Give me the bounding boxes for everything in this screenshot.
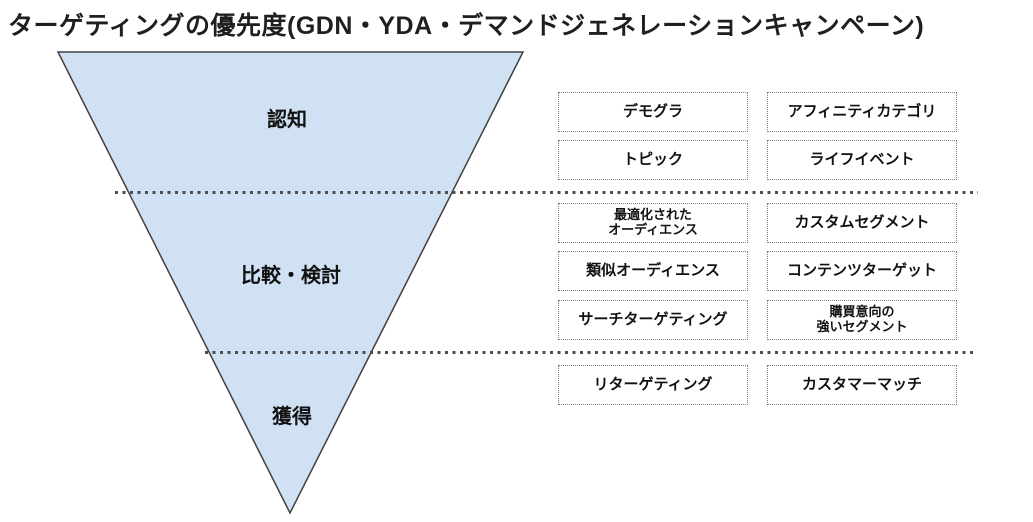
targeting-box-custom-segment: カスタムセグメント [767, 203, 957, 243]
targeting-box-similar-audience: 類似オーディエンス [558, 251, 748, 291]
targeting-box-content-target: コンテンツターゲット [767, 251, 957, 291]
targeting-box-retargeting: リターゲティング [558, 365, 748, 405]
page-title: ターゲティングの優先度(GDN・YDA・デマンドジェネレーションキャンペーン) [8, 12, 925, 40]
funnel-stage-acquisition: 獲得 [272, 406, 312, 428]
targeting-box-optimized-audience: 最適化された オーディエンス [558, 203, 748, 243]
targeting-box-search-targeting: サーチターゲティング [558, 300, 748, 340]
targeting-box-customer-match: カスタマーマッチ [767, 365, 957, 405]
targeting-box-affinity-category: アフィニティカテゴリ [767, 92, 957, 132]
targeting-box-in-market-segment: 購買意向の 強いセグメント [767, 300, 957, 340]
funnel-stage-awareness: 認知 [267, 109, 307, 131]
stage-separator-line-1 [115, 191, 978, 194]
funnel-shape [56, 51, 525, 515]
stage-separator-line-2 [205, 351, 973, 354]
targeting-box-demographics: デモグラ [558, 92, 748, 132]
targeting-box-life-event: ライフイベント [767, 140, 957, 180]
targeting-box-topic: トピック [558, 140, 748, 180]
funnel-stage-consideration: 比較・検討 [241, 265, 341, 287]
